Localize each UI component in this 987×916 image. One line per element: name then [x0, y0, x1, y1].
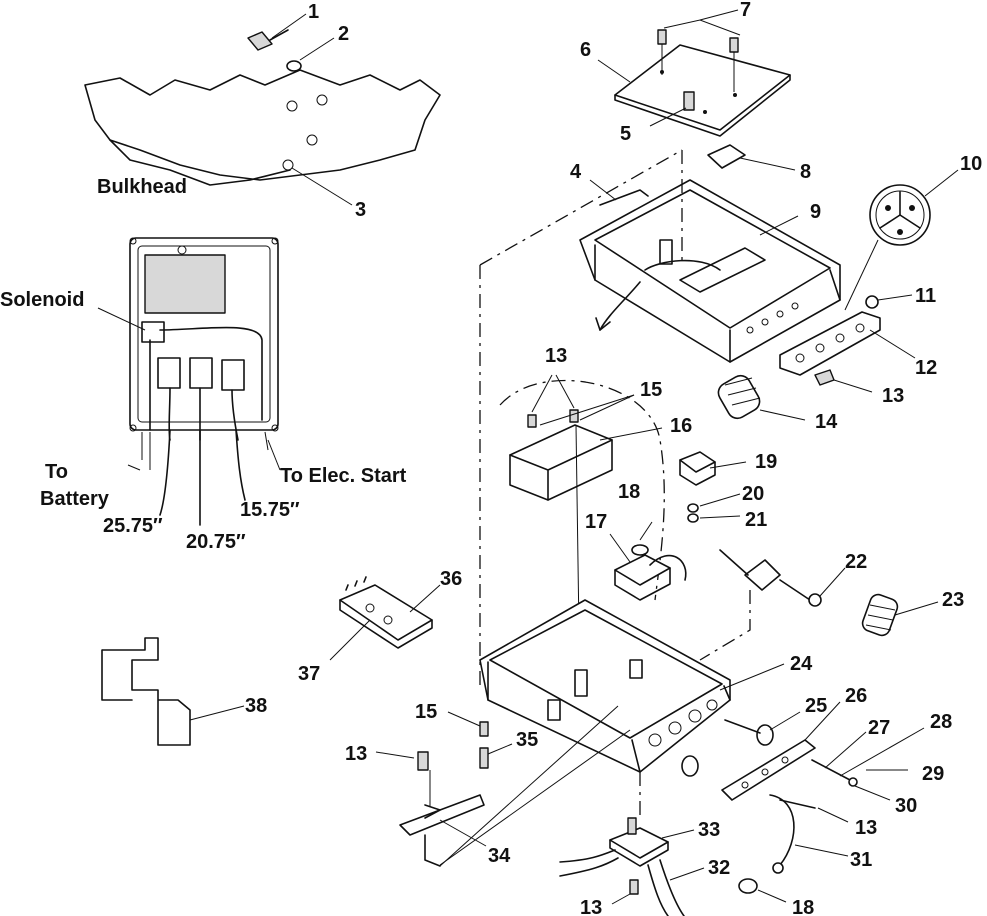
callout-18-b: 18 — [792, 897, 814, 916]
callout-18-a: 18 — [618, 481, 640, 503]
callout-4: 4 — [570, 161, 582, 183]
callout-10: 10 — [960, 153, 982, 175]
cover-plate-6 — [597, 44, 791, 137]
screws-15-35 — [447, 711, 513, 769]
callout-26: 26 — [845, 685, 867, 707]
bracket-34 — [399, 705, 631, 867]
bolt-1 — [247, 13, 307, 51]
switch-19 — [679, 451, 747, 486]
callout-36: 36 — [440, 568, 462, 590]
bracket-33-32 — [559, 772, 705, 916]
callout-6: 6 — [580, 39, 591, 61]
upper-housing-9 — [479, 149, 841, 363]
screws-7 — [657, 9, 741, 92]
screw-13-lower-left — [375, 751, 429, 771]
grommet-10 — [844, 169, 959, 311]
callout-17: 17 — [585, 511, 607, 533]
screw-13-upper — [814, 369, 873, 393]
callout-28: 28 — [930, 711, 952, 733]
terminal-36-37 — [329, 576, 441, 661]
callout-12: 12 — [915, 357, 937, 379]
bulkhead-label: Bulkhead — [97, 176, 187, 198]
bellows-23 — [861, 593, 939, 637]
parts-27-30 — [811, 727, 925, 801]
callout-24: 24 — [790, 653, 813, 675]
callout-8: 8 — [800, 161, 811, 183]
solenoid-box — [97, 237, 281, 526]
cable-31 — [769, 794, 849, 874]
callout-13-a: 13 — [545, 345, 567, 367]
callout-20: 20 — [742, 483, 764, 505]
callout-33: 33 — [698, 819, 720, 841]
callout-5: 5 — [620, 123, 631, 145]
callout-32: 32 — [708, 857, 730, 879]
assembly-17-18 — [609, 521, 687, 601]
callout-13-c: 13 — [345, 743, 367, 765]
callout-29: 29 — [922, 763, 944, 785]
battery-label: Battery — [40, 488, 110, 510]
callout-30: 30 — [895, 795, 917, 817]
callout-2: 2 — [338, 23, 349, 45]
solenoid-label: Solenoid — [0, 289, 84, 311]
part-8 — [707, 144, 796, 171]
callout-21: 21 — [745, 509, 767, 531]
callout-23: 23 — [942, 589, 964, 611]
callout-14: 14 — [815, 411, 838, 433]
callout-37: 37 — [298, 663, 320, 685]
callout-38: 38 — [245, 695, 267, 717]
bulkhead-panel — [84, 69, 441, 206]
callout-9: 9 — [810, 201, 821, 223]
length-20-75-label: 20.75″ — [186, 531, 246, 553]
length-25-75-label: 25.75″ — [103, 515, 163, 537]
to-elec-start-label: To Elec. Start — [280, 465, 407, 487]
plate-26 — [721, 701, 841, 801]
bellows-14 — [717, 374, 806, 421]
callout-1: 1 — [308, 1, 319, 23]
callout-13-b: 13 — [882, 385, 904, 407]
length-15-75-label: 15.75″ — [240, 499, 300, 521]
callout-13-e: 13 — [580, 897, 602, 916]
screw-5 — [649, 91, 695, 127]
callout-22: 22 — [845, 551, 867, 573]
callout-16: 16 — [670, 415, 692, 437]
lower-housing-24 — [479, 265, 785, 773]
callout-15-b: 15 — [415, 701, 437, 723]
callout-labels: 1 2 3 4 5 6 7 8 9 10 11 12 13 13 13 13 1… — [245, 0, 982, 916]
parts-20-21 — [687, 493, 741, 523]
callout-13-d: 13 — [855, 817, 877, 839]
bracket-38 — [101, 637, 245, 746]
solenoid-16 — [499, 379, 665, 601]
callout-35: 35 — [516, 729, 538, 751]
connector-22 — [699, 549, 846, 661]
callout-31: 31 — [850, 849, 872, 871]
to-label: To — [45, 461, 68, 483]
callout-25: 25 — [805, 695, 827, 717]
fitting-25 — [681, 711, 801, 777]
callout-19: 19 — [755, 451, 777, 473]
callout-3: 3 — [355, 199, 366, 221]
callout-7: 7 — [740, 0, 751, 21]
part-4 — [589, 179, 649, 206]
washer-2 — [286, 37, 335, 72]
callout-27: 27 — [868, 717, 890, 739]
callout-11: 11 — [915, 285, 936, 307]
callout-15-a: 15 — [640, 379, 662, 401]
bracket-12 — [779, 311, 916, 376]
text-labels: Bulkhead Solenoid To Battery To Elec. St… — [0, 176, 407, 553]
screw-13-right — [779, 799, 849, 823]
callout-34: 34 — [488, 845, 511, 867]
cap-18-lower — [738, 878, 787, 903]
part-11 — [865, 294, 913, 309]
